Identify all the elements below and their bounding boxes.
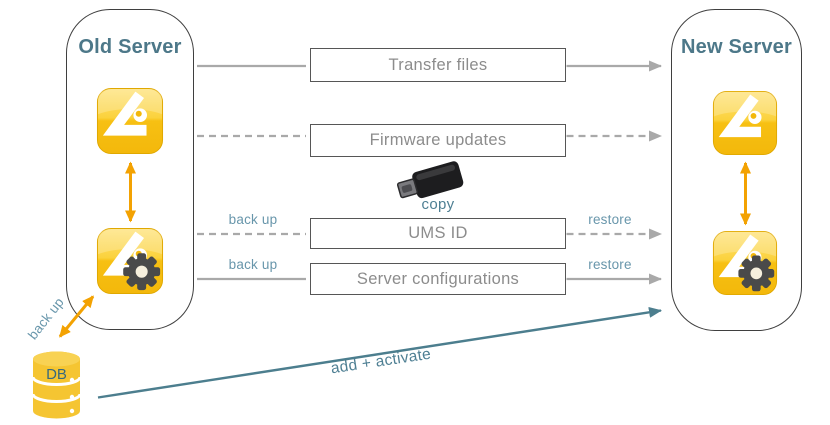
new-server-title: New Server xyxy=(681,36,792,58)
usb-copy-label: copy xyxy=(421,196,455,213)
backup-label-ums-id: back up xyxy=(228,212,278,227)
old-server-title: Old Server xyxy=(78,36,182,58)
igel-app-icon-old xyxy=(96,87,164,155)
flow-box-firmware-updates: Firmware updates xyxy=(310,124,566,157)
flow-box-server-configurations: Server configurations xyxy=(310,263,566,295)
db-label: DB xyxy=(46,366,67,383)
backup-label-server-config: back up xyxy=(228,257,278,272)
db-backup-label: back up xyxy=(25,294,67,343)
flow-label-server-configurations: Server configurations xyxy=(356,269,520,288)
igel-config-icon-old xyxy=(96,227,164,295)
flow-label-transfer-files: Transfer files xyxy=(388,55,488,74)
restore-label-server-config: restore xyxy=(588,257,632,272)
usb-stick-icon xyxy=(396,161,464,199)
flow-box-transfer-files: Transfer files xyxy=(310,48,566,82)
add-activate-label: add + activate xyxy=(329,345,433,378)
igel-config-icon-new xyxy=(712,230,778,296)
flow-box-ums-id: UMS ID xyxy=(310,218,566,249)
new-server-box xyxy=(671,9,802,331)
database-icon xyxy=(31,351,82,419)
flow-label-ums-id: UMS ID xyxy=(408,224,468,242)
restore-label-ums-id: restore xyxy=(588,212,632,227)
flow-label-firmware-updates: Firmware updates xyxy=(369,131,507,149)
igel-app-icon-new xyxy=(712,90,778,156)
